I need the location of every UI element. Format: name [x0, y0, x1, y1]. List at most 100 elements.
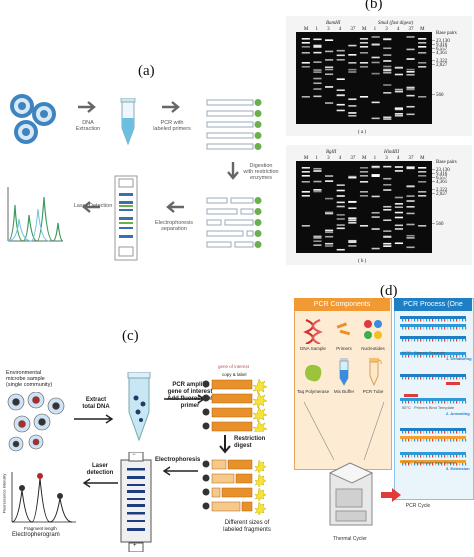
- copy-label: copy & label: [222, 372, 247, 377]
- base-tick: [435, 455, 437, 458]
- gel-band: [313, 51, 322, 54]
- gel-band: [383, 219, 392, 222]
- new-strand: [400, 436, 466, 439]
- base-tick: [462, 463, 464, 466]
- base-tick: [450, 455, 452, 458]
- arrow-right-icon: [78, 101, 96, 113]
- base-tick: [453, 455, 455, 458]
- gel-band: [313, 237, 322, 239]
- gel-band: [336, 89, 345, 92]
- enzyme-label: SmaI (fast digest): [378, 21, 414, 26]
- base-tick: [420, 355, 422, 358]
- gel-band: [406, 237, 415, 239]
- base-tick: [441, 455, 443, 458]
- extract-label: Extract total DNA: [82, 397, 110, 410]
- base-tick: [423, 455, 425, 458]
- base-tick: [447, 431, 449, 434]
- gel-band: [336, 78, 345, 80]
- gel-band: [336, 224, 345, 226]
- base-tick: [447, 319, 449, 322]
- base-tick: [423, 377, 425, 380]
- arrow-right-icon: [162, 101, 180, 113]
- gel-band: [336, 205, 345, 208]
- gel-band: [348, 176, 357, 179]
- base-tick: [417, 327, 419, 330]
- base-tick: [414, 327, 416, 330]
- pcr-cycle-label: PCR Cycle: [405, 503, 431, 509]
- base-tick: [408, 355, 410, 358]
- gel-band: [313, 71, 322, 73]
- gel-band: [359, 46, 369, 48]
- base-tick: [402, 319, 404, 322]
- gel-band: [371, 175, 380, 178]
- gel-band: [383, 38, 392, 41]
- base-tick: [426, 319, 428, 322]
- labeled-fragments: [202, 459, 267, 516]
- base-tick: [432, 463, 434, 466]
- gel-band: [301, 42, 310, 44]
- gel-band: [336, 214, 345, 216]
- base-tick: [423, 401, 425, 404]
- size-marker: 6,557: [436, 176, 448, 181]
- base-tick: [414, 439, 416, 442]
- base-tick: [447, 401, 449, 404]
- base-tick: [417, 401, 419, 404]
- gel-band: [336, 248, 345, 251]
- base-tick: [429, 377, 431, 380]
- base-tick: [402, 439, 404, 442]
- gel-band: [383, 165, 392, 168]
- gel-band: [325, 235, 334, 238]
- size-marker: 6,557: [436, 47, 448, 52]
- base-tick: [456, 355, 458, 358]
- gel-band: [383, 116, 392, 119]
- base-tick: [432, 377, 434, 380]
- gel-band: [383, 242, 392, 245]
- gel-band: [418, 46, 427, 48]
- gel-column-icon: [114, 175, 138, 261]
- item-label: PCR Tube: [362, 389, 384, 394]
- base-tick: [444, 355, 446, 358]
- primer: [446, 382, 460, 385]
- lane-label: 3: [385, 156, 388, 161]
- base-tick: [450, 439, 452, 442]
- size-marker: 560: [436, 93, 444, 98]
- base-tick: [405, 401, 407, 404]
- gel-band: [418, 42, 427, 44]
- gel-band: [394, 203, 403, 205]
- base-tick: [465, 463, 467, 466]
- gel-band: [394, 228, 403, 230]
- gel-band: [348, 175, 357, 178]
- base-tick: [429, 355, 431, 358]
- base-tick: [444, 455, 446, 458]
- base-tick: [432, 431, 434, 434]
- base-tick: [402, 431, 404, 434]
- base-tick: [414, 377, 416, 380]
- gel-band: [406, 87, 415, 89]
- base-tick: [405, 319, 407, 322]
- gel-band: [371, 36, 380, 38]
- base-tick: [465, 401, 467, 404]
- base-tick: [408, 401, 410, 404]
- gel-band: [348, 98, 357, 101]
- gel-caption: ( b ): [358, 259, 367, 264]
- gel-band: [313, 61, 322, 63]
- gel-band: [336, 227, 345, 230]
- dna-sample-icon: [303, 318, 323, 344]
- gel-band: [406, 113, 415, 116]
- process-header: PCR Process (One Cycle): [394, 298, 472, 321]
- labeled-strands: [206, 99, 262, 150]
- base-tick: [429, 463, 431, 466]
- gel-band: [325, 175, 334, 177]
- base-tick: [435, 377, 437, 380]
- base-tick: [420, 319, 422, 322]
- base-tick: [402, 377, 404, 380]
- gel-band: [325, 212, 334, 215]
- arrow-right-icon: [74, 414, 114, 424]
- gel-band: [301, 171, 310, 173]
- lane-label: 1: [315, 156, 318, 161]
- thermal-cycler-label: Thermal Cycler: [333, 536, 367, 542]
- base-tick: [435, 319, 437, 322]
- gel-band: [406, 166, 415, 168]
- lane-label: 37: [409, 156, 415, 161]
- base-tick: [435, 401, 437, 404]
